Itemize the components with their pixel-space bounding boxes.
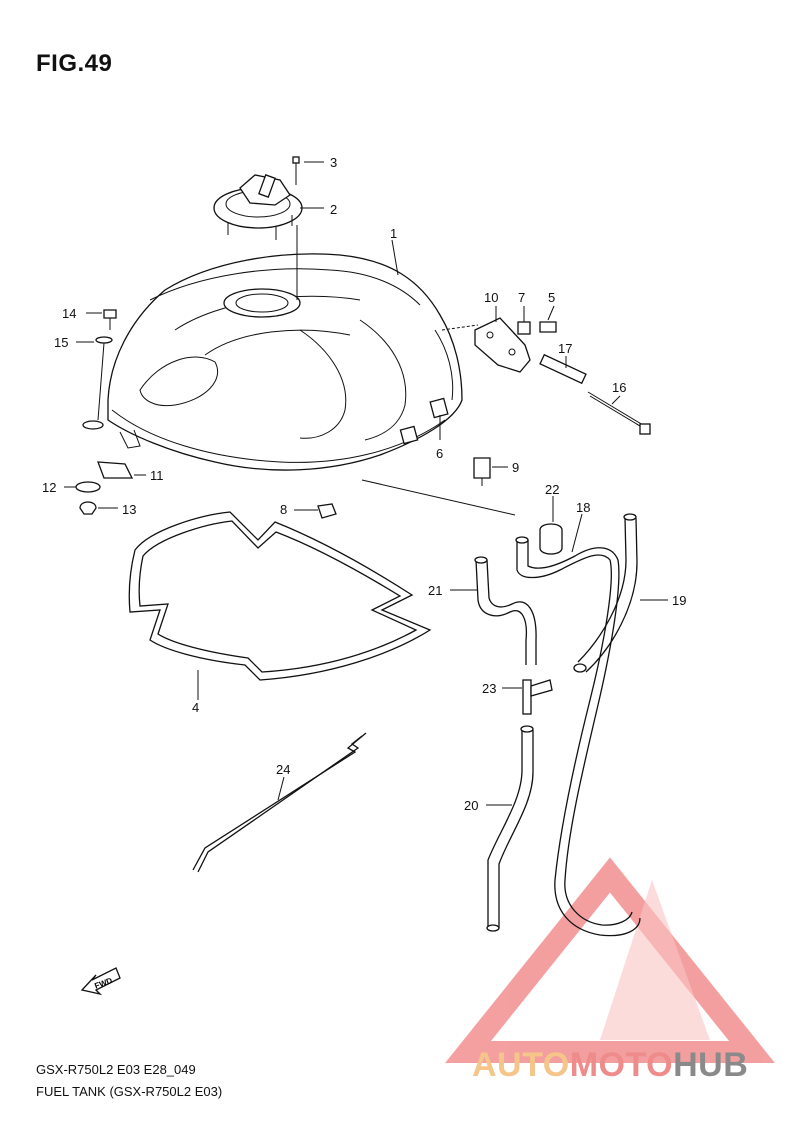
nut-7 <box>517 321 531 335</box>
callout-9: 9 <box>512 460 519 475</box>
bolt-14 <box>103 309 117 330</box>
hose-21 <box>475 559 528 665</box>
callout-11: 11 <box>150 468 164 483</box>
callout-13: 13 <box>122 502 136 517</box>
collar-17 <box>539 353 587 385</box>
figure-caption: FUEL TANK (GSX-R750L2 E03) <box>36 1084 223 1099</box>
fuel-tank <box>107 253 463 471</box>
callout-6: 6 <box>436 446 443 461</box>
watermark-wordmark: AUTOMOTOHUB <box>472 1046 748 1085</box>
fuel-cap-assembly <box>213 174 303 240</box>
callout-labels: 1 2 3 4 5 6 7 8 9 10 11 12 13 14 15 16 1… <box>42 155 686 813</box>
watermark-hub: HUB <box>673 1046 749 1084</box>
callout-22: 22 <box>545 482 559 497</box>
watermark-auto: AUTO <box>472 1046 570 1084</box>
cushion-8 <box>317 503 337 519</box>
bracket-10 <box>474 317 531 373</box>
forward-direction-arrow: FWD <box>80 967 121 996</box>
prop-rod-24 <box>192 732 367 871</box>
cushion-12 <box>75 481 101 493</box>
joint-23 <box>522 679 553 715</box>
bracket-11 <box>97 461 134 479</box>
callout-24: 24 <box>276 762 290 777</box>
callout-14: 14 <box>62 306 76 321</box>
callout-8: 8 <box>280 502 287 517</box>
cushion-9 <box>473 457 491 479</box>
tank-seal-gasket <box>128 511 432 681</box>
callout-18: 18 <box>576 500 590 515</box>
callout-4: 4 <box>192 700 199 715</box>
callout-3: 3 <box>330 155 337 170</box>
mount-bracket <box>82 420 104 430</box>
callout-15: 15 <box>54 335 68 350</box>
watermark-triangle-logo <box>445 857 775 1063</box>
callout-23: 23 <box>482 681 496 696</box>
callout-1: 1 <box>390 226 397 241</box>
callout-12: 12 <box>42 480 56 495</box>
bolt-16 <box>587 391 649 429</box>
cap-bolt <box>292 156 300 185</box>
callout-2: 2 <box>330 202 337 217</box>
watermark-moto: MOTO <box>569 1046 674 1084</box>
leader-lines <box>64 161 668 806</box>
callout-20: 20 <box>464 798 478 813</box>
collar-13 <box>79 501 97 515</box>
washer-15 <box>95 336 113 344</box>
callout-5: 5 <box>548 290 555 305</box>
hose-19 <box>577 517 627 663</box>
callout-7: 7 <box>518 290 525 305</box>
bolt-5 <box>539 321 557 333</box>
hose-18 <box>516 540 641 937</box>
callout-16: 16 <box>612 380 626 395</box>
callout-19: 19 <box>672 593 686 608</box>
clamp-22 <box>539 523 563 555</box>
callout-10: 10 <box>484 290 498 305</box>
figure-title: FIG.49 <box>36 50 113 77</box>
callout-21: 21 <box>428 583 442 598</box>
hose-20 <box>487 730 523 928</box>
model-code: GSX-R750L2 E03 E28_049 <box>36 1062 196 1077</box>
callout-17: 17 <box>558 341 572 356</box>
